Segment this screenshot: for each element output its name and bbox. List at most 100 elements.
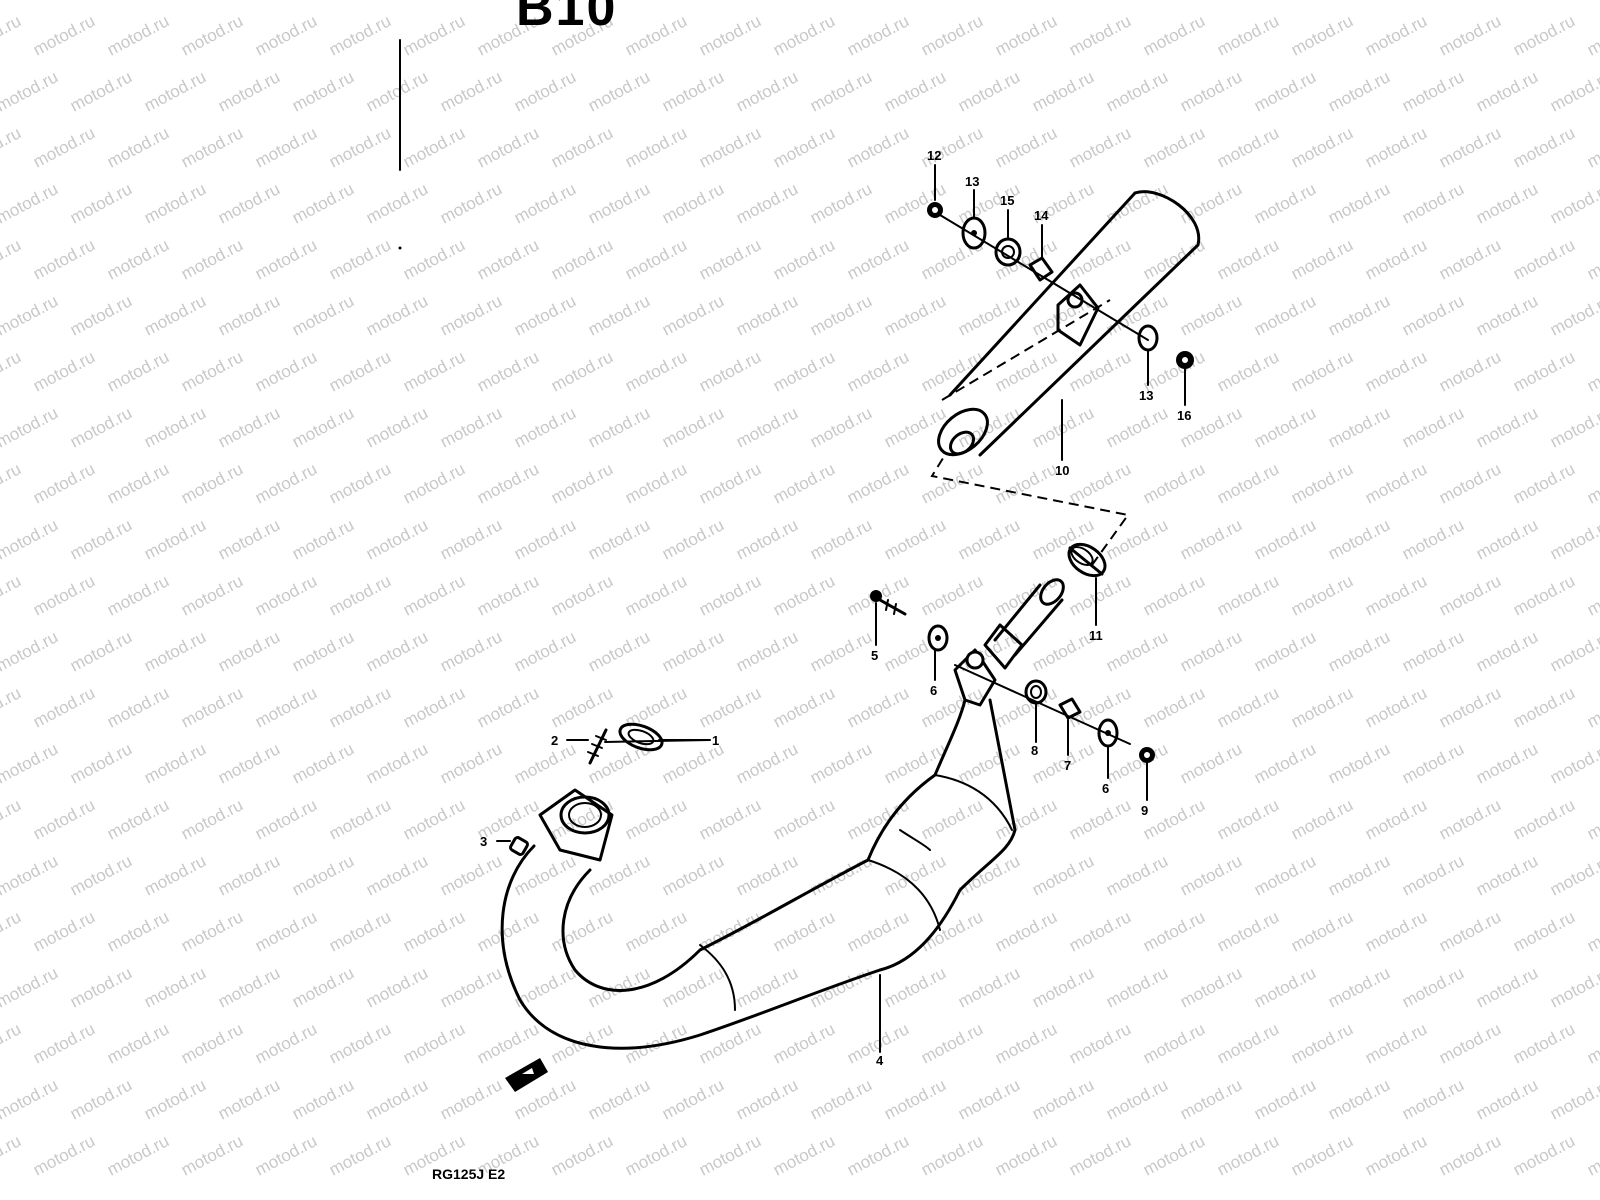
watermark-text: motod.ru bbox=[807, 1075, 875, 1123]
watermark-text: motod.ru bbox=[1251, 515, 1319, 563]
watermark-text: motod.ru bbox=[548, 683, 616, 731]
watermark-text: motod.ru bbox=[1214, 123, 1282, 171]
exhaust-flange bbox=[538, 788, 614, 862]
watermark-text: motod.ru bbox=[881, 1075, 949, 1123]
watermark-text: motod.ru bbox=[0, 739, 61, 787]
watermark-text: motod.ru bbox=[733, 291, 801, 339]
watermark-text: motod.ru bbox=[437, 291, 505, 339]
watermark-text: motod.ru bbox=[1547, 1075, 1600, 1123]
watermark-text: motod.ru bbox=[363, 179, 431, 227]
watermark-text: motod.ru bbox=[918, 1131, 986, 1179]
watermark-text: motod.ru bbox=[844, 683, 912, 731]
chamber-tailpipe bbox=[983, 578, 1065, 670]
watermark-text: motod.ru bbox=[881, 0, 949, 4]
watermark-text: motod.ru bbox=[1362, 459, 1430, 507]
watermark-text: motod.ru bbox=[1325, 1075, 1393, 1123]
watermark-text: motod.ru bbox=[1362, 571, 1430, 619]
watermark-text: motod.ru bbox=[548, 347, 616, 395]
watermark-text: motod.ru bbox=[1029, 403, 1097, 451]
watermark-text: motod.ru bbox=[918, 347, 986, 395]
watermark-text: motod.ru bbox=[992, 1131, 1060, 1179]
watermark-text: motod.ru bbox=[1140, 1131, 1208, 1179]
watermark-text: motod.ru bbox=[30, 571, 98, 619]
watermark-text: motod.ru bbox=[0, 11, 24, 59]
assembly-guide-line bbox=[930, 454, 1130, 566]
watermark-text: motod.ru bbox=[1251, 67, 1319, 115]
watermark-text: motod.ru bbox=[1177, 851, 1245, 899]
watermark-text: motod.ru bbox=[807, 291, 875, 339]
watermark-text: motod.ru bbox=[1103, 851, 1171, 899]
watermark-text: motod.ru bbox=[67, 67, 135, 115]
watermark-text: motod.ru bbox=[1140, 11, 1208, 59]
watermark-text: motod.ru bbox=[1103, 179, 1171, 227]
watermark-text: motod.ru bbox=[0, 851, 61, 899]
watermark-text: motod.ru bbox=[400, 347, 468, 395]
watermark-text: motod.ru bbox=[696, 795, 764, 843]
watermark-text: motod.ru bbox=[326, 683, 394, 731]
watermark-text: motod.ru bbox=[733, 851, 801, 899]
watermark-text: motod.ru bbox=[400, 795, 468, 843]
watermark-text: motod.ru bbox=[1436, 459, 1504, 507]
watermark-text: motod.ru bbox=[1214, 11, 1282, 59]
watermark-text: motod.ru bbox=[622, 11, 690, 59]
watermark-text: motod.ru bbox=[1584, 1131, 1600, 1179]
watermark-text: motod.ru bbox=[1325, 291, 1393, 339]
watermark-text: motod.ru bbox=[1547, 963, 1600, 1011]
watermark-text: motod.ru bbox=[1584, 347, 1600, 395]
watermark-text: motod.ru bbox=[1473, 963, 1541, 1011]
watermark-text: motod.ru bbox=[1510, 683, 1578, 731]
watermark-text: motod.ru bbox=[1325, 403, 1393, 451]
watermark-text: motod.ru bbox=[807, 403, 875, 451]
watermark-text: motod.ru bbox=[1140, 123, 1208, 171]
watermark-text: motod.ru bbox=[0, 403, 61, 451]
watermark-text: motod.ru bbox=[1399, 0, 1467, 4]
watermark-text: motod.ru bbox=[30, 683, 98, 731]
watermark-text: motod.ru bbox=[955, 739, 1023, 787]
watermark-text: motod.ru bbox=[1362, 1131, 1430, 1179]
watermark-text: motod.ru bbox=[437, 1075, 505, 1123]
watermark-text: motod.ru bbox=[1510, 571, 1578, 619]
watermark-text: motod.ru bbox=[696, 235, 764, 283]
watermark-text: motod.ru bbox=[955, 1075, 1023, 1123]
watermark-text: motod.ru bbox=[511, 515, 579, 563]
watermark-text: motod.ru bbox=[67, 179, 135, 227]
watermark-text: motod.ru bbox=[955, 291, 1023, 339]
watermark-text: motod.ru bbox=[0, 683, 24, 731]
watermark-text: motod.ru bbox=[30, 1131, 98, 1179]
watermark-text: motod.ru bbox=[1325, 851, 1393, 899]
watermark-text: motod.ru bbox=[437, 739, 505, 787]
watermark-text: motod.ru bbox=[104, 347, 172, 395]
watermark-text: motod.ru bbox=[437, 0, 505, 4]
watermark-text: motod.ru bbox=[1140, 795, 1208, 843]
watermark-text: motod.ru bbox=[844, 347, 912, 395]
watermark-text: motod.ru bbox=[548, 123, 616, 171]
watermark-text: motod.ru bbox=[326, 1131, 394, 1179]
watermark-text: motod.ru bbox=[1066, 459, 1134, 507]
watermark-text: motod.ru bbox=[0, 515, 61, 563]
watermark-text: motod.ru bbox=[1251, 0, 1319, 4]
watermark-text: motod.ru bbox=[1362, 123, 1430, 171]
watermark-text: motod.ru bbox=[807, 963, 875, 1011]
watermark-text: motod.ru bbox=[1325, 963, 1393, 1011]
chamber-mount-bracket bbox=[953, 648, 997, 707]
callout-10: 10 bbox=[1055, 463, 1069, 478]
stud-part-2 bbox=[587, 728, 608, 765]
watermark-text: motod.ru bbox=[178, 795, 246, 843]
watermark-text: motod.ru bbox=[30, 459, 98, 507]
watermark-text: motod.ru bbox=[0, 571, 24, 619]
watermark-text: motod.ru bbox=[955, 515, 1023, 563]
watermark-text: motod.ru bbox=[696, 571, 764, 619]
watermark-text: motod.ru bbox=[1103, 403, 1171, 451]
watermark-text: motod.ru bbox=[289, 67, 357, 115]
watermark-text: motod.ru bbox=[104, 1131, 172, 1179]
watermark-text: motod.ru bbox=[807, 67, 875, 115]
watermark-text: motod.ru bbox=[733, 1075, 801, 1123]
watermark-text: motod.ru bbox=[1399, 627, 1467, 675]
watermark-text: motod.ru bbox=[289, 179, 357, 227]
watermark-text: motod.ru bbox=[992, 459, 1060, 507]
watermark-text: motod.ru bbox=[67, 403, 135, 451]
watermark-text: motod.ru bbox=[141, 67, 209, 115]
watermark-text: motod.ru bbox=[1140, 571, 1208, 619]
watermark-text: motod.ru bbox=[918, 1019, 986, 1067]
watermark-text: motod.ru bbox=[1473, 291, 1541, 339]
